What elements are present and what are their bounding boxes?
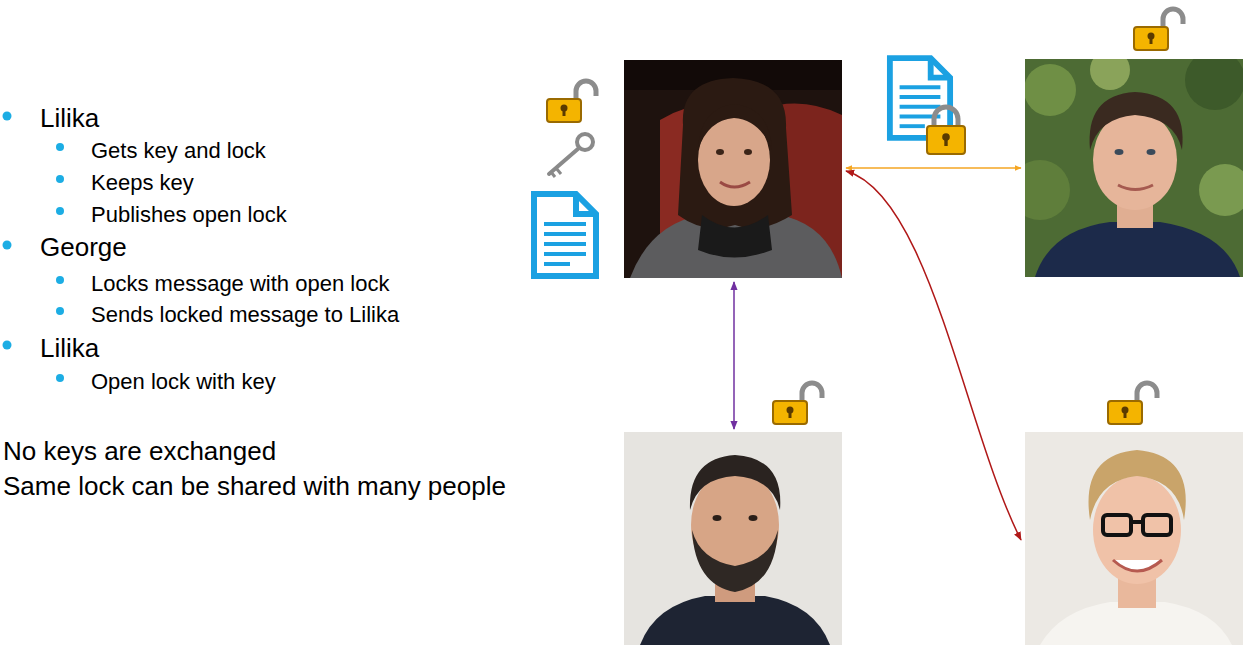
bullet-text: Keeps key bbox=[91, 170, 194, 196]
bullet-dot bbox=[3, 341, 12, 350]
closed-lock-icon bbox=[927, 107, 965, 154]
orange-arrow bbox=[846, 167, 1021, 169]
purple-arrow bbox=[733, 282, 735, 429]
open-lock-icon bbox=[1134, 9, 1183, 50]
portrait-photo bbox=[1025, 432, 1243, 645]
bullet-heading: George bbox=[40, 232, 127, 263]
bullet-text: Open lock with key bbox=[91, 369, 276, 395]
bullet-text: Locks message with open lock bbox=[91, 271, 389, 297]
red-arrow bbox=[846, 171, 1021, 540]
open-lock-icon bbox=[547, 81, 596, 122]
key-icon bbox=[549, 134, 593, 177]
portrait-photo bbox=[624, 432, 842, 645]
bullet-dot bbox=[56, 143, 64, 151]
open-lock-icon bbox=[1108, 383, 1157, 424]
bullet-heading: No keys are exchanged bbox=[3, 436, 276, 467]
bullet-dot bbox=[56, 175, 64, 183]
bullet-dot bbox=[3, 112, 12, 121]
bullet-dot bbox=[56, 307, 64, 315]
document-icon bbox=[534, 194, 596, 276]
bullet-text: Sends locked message to Lilika bbox=[91, 302, 399, 328]
bullet-heading: Same lock can be shared with many people bbox=[3, 471, 506, 502]
bullet-text: Gets key and lock bbox=[91, 138, 266, 164]
portrait-photo bbox=[1025, 59, 1243, 277]
bullet-dot bbox=[56, 207, 64, 215]
bullet-dot bbox=[56, 276, 64, 284]
bullet-dot bbox=[56, 374, 64, 382]
bullet-text: Publishes open lock bbox=[91, 202, 287, 228]
bullet-dot bbox=[3, 241, 12, 250]
open-lock-icon bbox=[773, 383, 822, 424]
bullet-heading: Lilika bbox=[40, 333, 99, 364]
portrait-photo bbox=[624, 60, 842, 278]
bullet-heading: Lilika bbox=[40, 103, 99, 134]
